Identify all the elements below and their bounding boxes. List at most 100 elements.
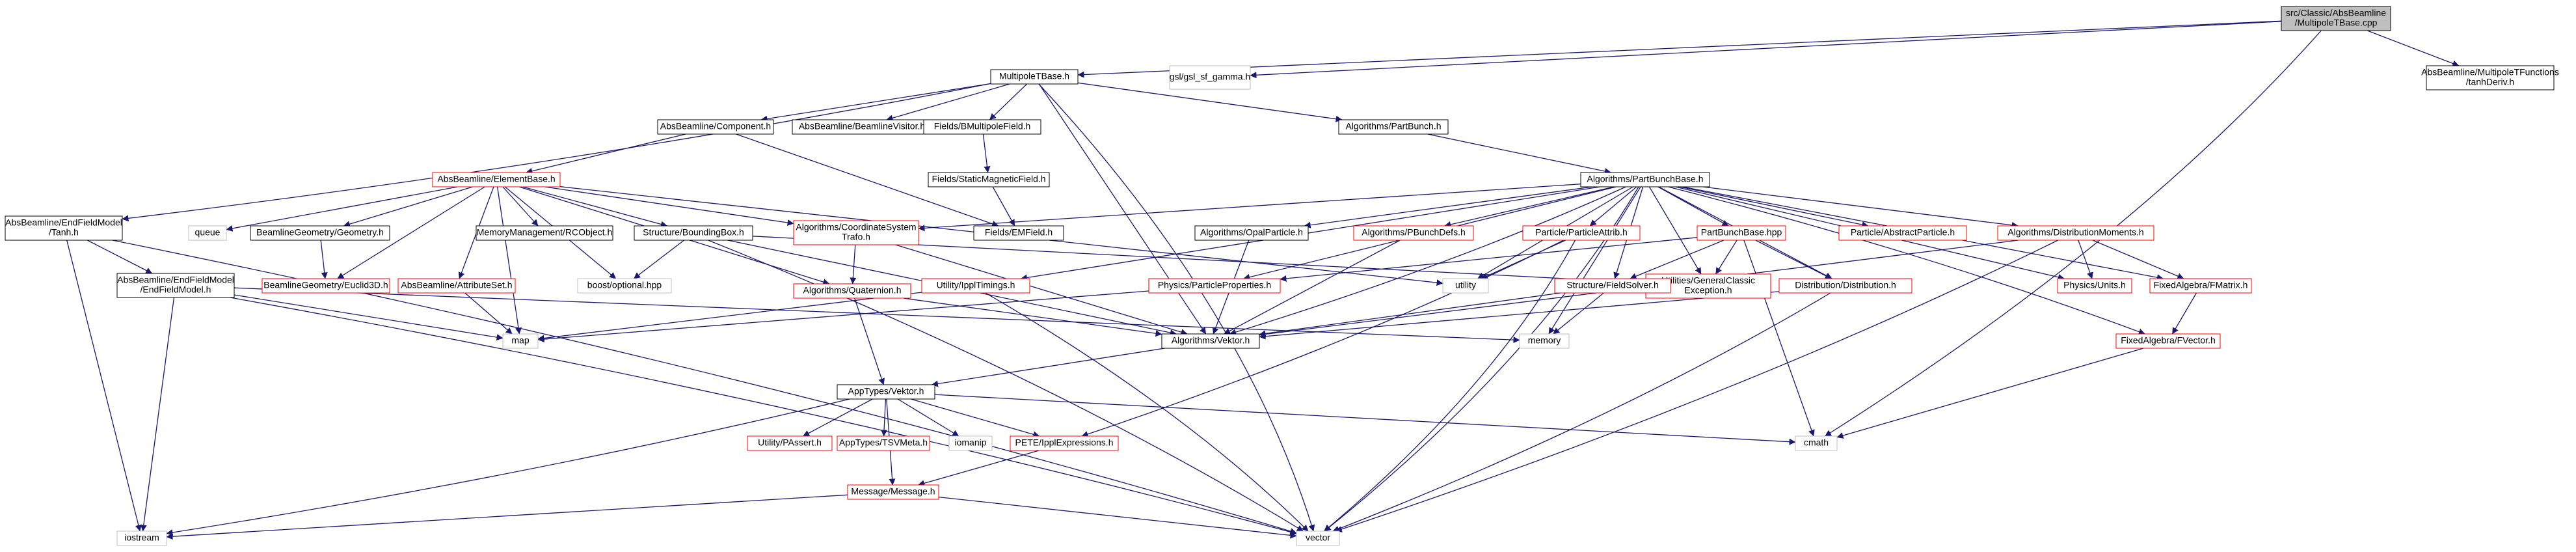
- node-label: Fields/StaticMagneticField.h: [932, 174, 1045, 184]
- dependency-edge: [1335, 240, 2058, 532]
- node-memory[interactable]: memory: [1519, 333, 1570, 349]
- node-label: Distribution/Distribution.h: [1795, 280, 1896, 290]
- dependency-edge: [1038, 83, 1315, 532]
- node-root: src/Classic/AbsBeamline/MultipoleTBase.c…: [2281, 6, 2391, 31]
- node-message[interactable]: Message/Message.h: [847, 484, 939, 500]
- node-partBunchBase[interactable]: Algorithms/PartBunchBase.h: [1580, 172, 1710, 187]
- node-beamlineVisitor[interactable]: AbsBeamline/BeamlineVisitor.h: [792, 119, 932, 135]
- node-fMatrix[interactable]: FixedAlgebra/FMatrix.h: [2149, 278, 2252, 294]
- node-label: cmath: [1804, 437, 1829, 448]
- node-ipplExpressions[interactable]: PETE/IpplExpressions.h: [1010, 435, 1119, 451]
- node-box: [262, 278, 390, 294]
- node-box: [923, 119, 1041, 135]
- dependency-edge: [895, 244, 1188, 336]
- dependency-edge: [526, 133, 686, 174]
- node-label: Fields/BMultipoleField.h: [934, 121, 1031, 131]
- node-queue[interactable]: queue: [188, 225, 227, 241]
- node-physicsUnits[interactable]: Physics/Units.h: [2057, 278, 2132, 294]
- node-box: [1838, 225, 1967, 241]
- node-fieldSolver[interactable]: Structure/FieldSolver.h: [1554, 278, 1671, 294]
- node-label: AppTypes/Vektor.h: [848, 386, 924, 396]
- node-label: Utilities/GeneralClassic: [1661, 275, 1755, 286]
- dependency-edge: [234, 287, 1520, 344]
- node-partBunchBaseHpp[interactable]: PartBunchBase.hpp: [1697, 225, 1786, 241]
- node-bMultipoleField[interactable]: Fields/BMultipoleField.h: [923, 119, 1041, 135]
- node-beamlineGeometry[interactable]: BeamlineGeometry/Geometry.h: [250, 225, 390, 241]
- node-box: [1353, 225, 1474, 241]
- node-cmath[interactable]: cmath: [1795, 435, 1838, 451]
- node-endFieldTanh[interactable]: AbsBeamline/EndFieldModel/Tanh.h: [5, 215, 123, 241]
- node-boostOptional[interactable]: boost/optional.hpp: [577, 278, 672, 294]
- node-label: FixedAlgebra/FMatrix.h: [2154, 280, 2248, 290]
- node-box: [948, 435, 993, 451]
- node-attributeSet[interactable]: AbsBeamline/AttributeSet.h: [397, 278, 516, 294]
- dependency-edge: [1280, 237, 1698, 282]
- node-box: [837, 384, 935, 400]
- node-staticMagneticField[interactable]: Fields/StaticMagneticField.h: [928, 172, 1050, 187]
- node-box: [502, 333, 539, 349]
- dependency-edge: [886, 83, 1010, 122]
- node-distribution[interactable]: Distribution/Distribution.h: [1778, 278, 1912, 294]
- node-endFieldModel[interactable]: AbsBeamline/EndFieldModel/EndFieldModel.…: [116, 273, 235, 298]
- node-box: [793, 220, 919, 245]
- dependency-edge: [992, 186, 1015, 227]
- dependency-edge: [850, 244, 857, 284]
- dependency-edge: [1324, 240, 1576, 532]
- dependency-edge: [708, 240, 1304, 532]
- node-tsvMeta[interactable]: AppTypes/TSVMeta.h: [837, 435, 930, 451]
- node-gsl[interactable]: gsl/gsl_sf_gamma.h: [1169, 65, 1251, 90]
- node-utility[interactable]: utility: [1442, 278, 1489, 294]
- node-emField[interactable]: Fields/EMField.h: [973, 225, 1064, 241]
- dependency-edge: [989, 83, 1028, 120]
- node-opalParticle[interactable]: Algorithms/OpalParticle.h: [1194, 225, 1309, 241]
- node-box: [657, 119, 774, 135]
- node-tanhDeriv[interactable]: AbsBeamline/MultipoleTFunctions/tanhDeri…: [2421, 65, 2559, 90]
- dependency-edge: [522, 186, 667, 228]
- node-label: AppTypes/TSVMeta.h: [839, 437, 928, 448]
- node-box: [921, 278, 1030, 294]
- node-label: iomanip: [954, 437, 986, 448]
- node-partBunch[interactable]: Algorithms/PartBunch.h: [1338, 119, 1449, 135]
- node-pAssert[interactable]: Utility/PAssert.h: [747, 435, 833, 451]
- dependency-edge: [537, 290, 1149, 343]
- node-euclid3D[interactable]: BeamlineGeometry/Euclid3D.h: [262, 278, 390, 294]
- dependency-edge: [226, 186, 458, 232]
- node-appTypesVektor[interactable]: AppTypes/Vektor.h: [837, 384, 935, 400]
- node-component[interactable]: AbsBeamline/Component.h: [657, 119, 774, 135]
- dependency-edge: [2171, 292, 2197, 335]
- node-map[interactable]: map: [502, 333, 539, 349]
- node-label: vector: [1306, 532, 1330, 543]
- node-box: [1010, 435, 1119, 451]
- dependency-edge: [544, 186, 794, 226]
- node-fVector[interactable]: FixedAlgebra/FVector.h: [2115, 333, 2221, 349]
- node-box: [1519, 333, 1570, 349]
- node-box: [837, 435, 930, 451]
- node-particleAttrib[interactable]: Particle/ParticleAttrib.h: [1522, 225, 1641, 241]
- node-vektor[interactable]: Algorithms/Vektor.h: [1161, 333, 1260, 349]
- node-box: [2149, 278, 2252, 294]
- node-memoryManagement[interactable]: MemoryManagement/RCObject.h: [476, 225, 613, 241]
- node-iomanip[interactable]: iomanip: [948, 435, 993, 451]
- node-box: [476, 225, 613, 241]
- node-vector[interactable]: vector: [1296, 531, 1340, 546]
- node-boundingBox[interactable]: Structure/BoundingBox.h: [634, 225, 753, 241]
- dependency-edge: [122, 83, 991, 222]
- node-quaternion[interactable]: Algorithms/Quaternion.h: [793, 283, 911, 299]
- dependency-edge: [2078, 240, 2093, 279]
- node-pBunchDefs[interactable]: Algorithms/PBunchDefs.h: [1353, 225, 1474, 241]
- node-distributionMoments[interactable]: Algorithms/DistributionMoments.h: [1997, 225, 2154, 241]
- node-abstractParticle[interactable]: Particle/AbstractParticle.h: [1838, 225, 1967, 241]
- node-label: Algorithms/PartBunch.h: [1345, 121, 1441, 131]
- node-iostream[interactable]: iostream: [116, 531, 167, 546]
- node-box: [1778, 278, 1912, 294]
- node-ipplTimings[interactable]: Utility/IpplTimings.h: [921, 278, 1030, 294]
- node-label: Structure/BoundingBox.h: [643, 227, 744, 238]
- node-elementBase[interactable]: AbsBeamline/ElementBase.h: [432, 172, 561, 187]
- node-multipoleTBase[interactable]: MultipoleTBase.h: [990, 69, 1079, 85]
- node-box: [2426, 65, 2555, 90]
- node-label: AbsBeamline/ElementBase.h: [437, 174, 555, 184]
- node-particleProperties[interactable]: Physics/ParticleProperties.h: [1148, 278, 1281, 294]
- node-label: Algorithms/Vektor.h: [1172, 335, 1250, 346]
